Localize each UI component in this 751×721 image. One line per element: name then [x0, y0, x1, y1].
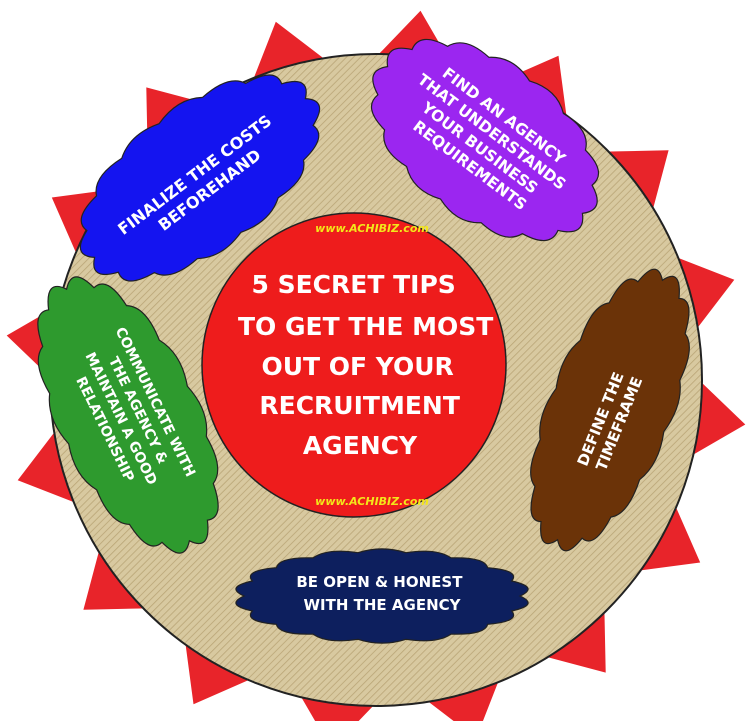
brand-top: www.ACHIBIZ.com	[315, 222, 429, 235]
center-circle	[201, 212, 507, 518]
cloud-find-agency	[370, 38, 600, 242]
cloud-communicate	[37, 276, 219, 554]
center-title: 5 SECRET TIPS TO GET THE MOST OUT OF YOU…	[238, 270, 502, 460]
cloud-finalize-costs	[79, 74, 321, 282]
cloud-be-open-honest	[235, 548, 529, 644]
cloud-define-timeframe	[530, 268, 690, 552]
brand-bottom: www.ACHIBIZ.com	[315, 495, 429, 508]
tip-be-open-honest-text: BE OPEN & HONEST WITH THE AGENCY	[296, 573, 467, 614]
